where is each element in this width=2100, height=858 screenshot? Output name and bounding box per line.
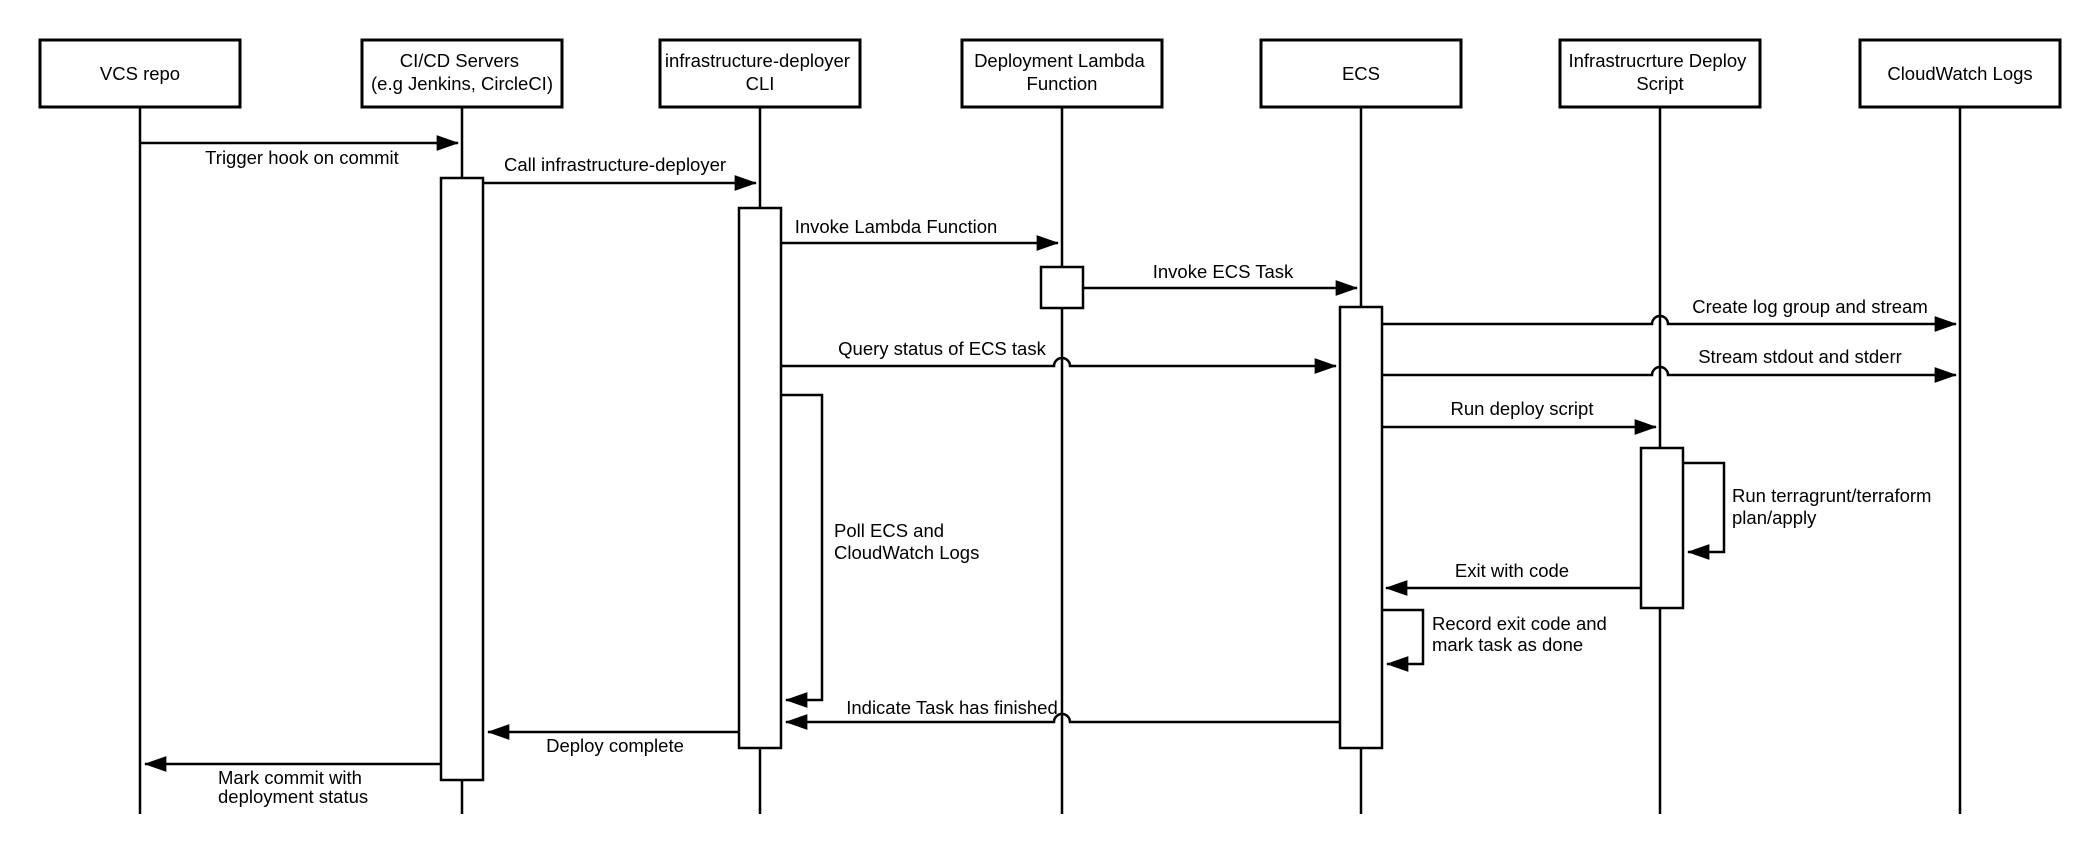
message-label-query-status: Query status of ECS task [838,338,1046,359]
message-arrow-run-terragrunt-self-loop [1683,461,1726,560]
participant-deployment-lambda-function: Deployment Lambda Function [960,38,1164,109]
message-arrow-record-exit-code-self-loop [1382,608,1425,672]
message-label-invoke-ecs-task: Invoke ECS Task [1153,261,1294,282]
participant-label-infrastructure-deployer-cli: infrastructure-deployer CLI [665,50,855,94]
message-arrow-create-log-group [1382,314,1958,332]
participant-box-vcs-repo [38,38,242,109]
participant-label-cicd-servers: CI/CD Servers (e.g Jenkins, CircleCI) [371,50,553,94]
message-label-record-exit-code: Record exit code and mark task as done [1432,613,1612,655]
participant-ecs: ECS [1259,38,1463,109]
message-arrow-poll-ecs-self-loop [781,393,824,708]
activation-infrastructure-deployer-cli [737,206,783,750]
participant-box-deployment-lambda-function [960,38,1164,109]
participant-label-ecs: ECS [1342,63,1380,84]
message-label-mark-commit: Mark commit with deployment status [218,767,368,807]
participant-box-infrastructure-deployer-cli [658,38,862,109]
participant-box-cloudwatch-logs [1858,38,2062,109]
participant-cicd-servers: CI/CD Servers (e.g Jenkins, CircleCI) [360,38,564,109]
message-label-trigger-hook: Trigger hook on commit [205,147,399,168]
activation-cicd-servers [439,176,485,782]
message-label-exit-with-code: Exit with code [1455,560,1569,581]
message-label-run-terragrunt: Run terragrunt/terraform plan/apply [1732,485,1937,528]
activation-ecs [1338,305,1384,750]
participant-label-cloudwatch-logs: CloudWatch Logs [1887,63,2032,84]
message-arrow-stream-stdout [1382,365,1958,383]
message-label-call-deployer: Call infrastructure-deployer [504,154,726,175]
message-label-invoke-lambda: Invoke Lambda Function [795,216,998,237]
participant-infrastructure-deploy-script: Infrastrucrture Deploy Script [1558,38,1762,109]
participant-label-vcs-repo: VCS repo [100,63,180,84]
activation-deployment-lambda-function [1039,265,1085,310]
participant-box-cicd-servers [360,38,564,109]
participant-infrastructure-deployer-cli: infrastructure-deployer CLI [658,38,862,109]
participant-box-ecs [1259,38,1463,109]
message-label-run-deploy-script: Run deploy script [1451,398,1594,419]
message-label-deploy-complete: Deploy complete [546,735,684,756]
participant-vcs-repo: VCS repo [38,38,242,109]
message-arrow-query-status [781,356,1338,374]
participant-cloudwatch-logs: CloudWatch Logs [1858,38,2062,109]
message-label-create-log-group: Create log group and stream [1692,296,1928,317]
participant-box-infrastructure-deploy-script [1558,38,1762,109]
participant-label-deployment-lambda-function: Deployment Lambda Function [974,50,1150,94]
participant-label-infrastructure-deploy-script: Infrastrucrture Deploy Script [1568,50,1751,94]
activation-infrastructure-deploy-script [1639,446,1685,610]
message-label-indicate-task-finished: Indicate Task has finished [846,697,1058,718]
message-arrow-indicate-task-finished [784,712,1340,730]
message-label-poll-ecs: Poll ECS and CloudWatch Logs [834,520,979,563]
message-label-stream-stdout: Stream stdout and stderr [1698,346,1902,367]
